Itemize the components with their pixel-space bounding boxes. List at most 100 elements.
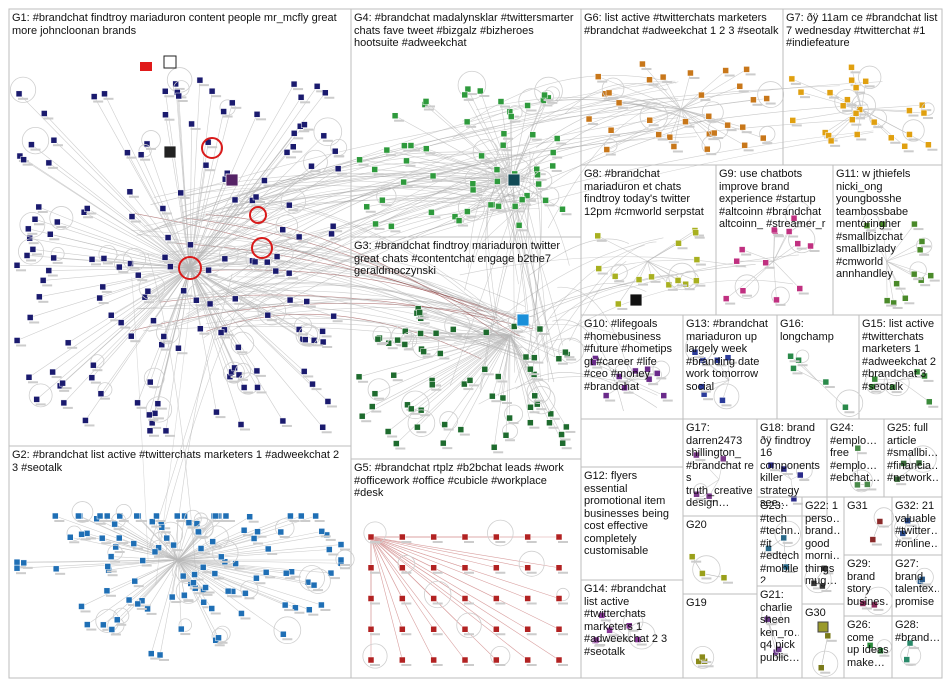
node-g2 (287, 512, 294, 520)
group-label-g10: G10: #lifegoals #homebusiness #future #h… (584, 318, 673, 393)
node-shadow-g2 (325, 538, 336, 541)
node-shadow-g5 (432, 633, 443, 636)
node-shadow-g2 (256, 535, 267, 538)
node-g2 (147, 650, 155, 657)
group-label-g18: G18: brand ðÿ findtroy 16 components kil… (760, 422, 820, 509)
node-shadow-g23 (785, 570, 796, 573)
node-g13 (691, 349, 699, 356)
edge-g5 (370, 536, 497, 569)
node-shadow-g2 (102, 628, 113, 631)
node-shadow-g5 (464, 633, 474, 636)
node-shadow-g9 (773, 234, 784, 237)
group-label-g21: G21: charlie sheen ken_ro… q4 pick publi… (760, 589, 799, 664)
node-shadow-g2 (314, 520, 325, 522)
node-shadow-g1 (243, 391, 254, 394)
node-g2 (98, 534, 106, 542)
node-shadow-g1 (33, 223, 44, 226)
node-shadow-g23 (767, 552, 778, 555)
self-loop-g5 (423, 580, 452, 609)
node-g1 (36, 293, 43, 301)
edge-g2 (177, 559, 182, 630)
node-shadow-g2 (172, 549, 183, 552)
node-shadow-g14 (595, 643, 606, 646)
node-shadow-g1 (324, 96, 335, 99)
node-shadow-g2 (80, 610, 91, 613)
node-g2 (52, 512, 59, 520)
node-g4 (541, 91, 548, 99)
node-shadow-g4 (502, 137, 513, 140)
node-g2 (107, 553, 115, 560)
group-label-g31: G31 (847, 500, 868, 512)
edge-g4 (386, 149, 513, 181)
node-g3 (466, 377, 474, 384)
node-g2 (113, 616, 121, 624)
node-g1 (140, 62, 152, 71)
node-g1 (177, 189, 184, 197)
node-shadow-g3 (442, 447, 453, 450)
node-shadow-g5 (464, 541, 474, 543)
node-g11 (883, 297, 891, 304)
node-shadow-g4 (497, 210, 508, 213)
node-g3 (369, 403, 376, 410)
node-shadow-g4 (547, 101, 558, 104)
edge-g4 (359, 159, 513, 181)
node-shadow-g4 (466, 125, 477, 128)
edge-g3 (362, 334, 511, 417)
node-shadow-g3 (459, 433, 470, 436)
self-loop-g3 (526, 379, 551, 404)
edge-g1-g4 (201, 174, 485, 209)
node-shadow-g2 (118, 542, 129, 545)
node-shadow-g2 (253, 542, 264, 545)
node-shadow-g11 (892, 306, 903, 309)
node-g5 (367, 626, 375, 633)
self-loop-g6 (701, 101, 724, 124)
node-g11 (918, 238, 926, 245)
node-g9 (790, 214, 798, 222)
node-shadow-g1 (84, 424, 95, 427)
self-loop-g5 (556, 587, 570, 602)
node-g24 (854, 481, 861, 489)
node-g2 (133, 512, 141, 520)
edge-g1-g2 (171, 317, 219, 577)
edge-g11 (882, 224, 887, 262)
edge-g6 (619, 102, 682, 110)
node-g3 (394, 336, 401, 344)
node-g3 (527, 365, 534, 373)
edge-g5 (370, 536, 466, 661)
node-g1 (137, 151, 145, 158)
self-loop-g2 (212, 539, 239, 566)
node-g1 (88, 374, 96, 381)
node-shadow-g2 (234, 567, 245, 570)
edge-g6 (604, 93, 682, 110)
edge-g1 (147, 267, 191, 292)
self-loop-g5 (518, 550, 545, 577)
node-shadow-g2 (118, 520, 129, 522)
node-shadow-g16 (797, 364, 808, 367)
node-g1 (295, 233, 303, 241)
node-shadow-g4 (510, 120, 521, 123)
node-shadow-g3 (439, 357, 450, 360)
node-shadow-g1 (303, 128, 314, 131)
node-shadow-g6 (648, 83, 659, 86)
edge-g2 (177, 559, 229, 592)
self-loop-g6 (759, 125, 776, 143)
node-g4 (549, 149, 557, 156)
node-g9 (738, 246, 746, 253)
node-g4 (464, 85, 472, 93)
node-g1 (50, 136, 58, 144)
node-shadow-g8 (695, 284, 706, 287)
self-loop-g16 (795, 349, 810, 363)
node-g1 (64, 339, 72, 347)
node-shadow-g20 (722, 581, 733, 584)
node-g1 (187, 241, 194, 249)
node-g3 (499, 394, 507, 402)
node-shadow-g1 (255, 200, 266, 203)
node-g2 (103, 512, 111, 520)
node-shadow-g1 (281, 233, 292, 236)
node-g6 (705, 113, 713, 120)
node-shadow-g2 (77, 520, 88, 522)
node-shadow-g2 (110, 633, 121, 636)
node-shadow-g1 (35, 403, 46, 406)
node-g8 (692, 229, 699, 236)
